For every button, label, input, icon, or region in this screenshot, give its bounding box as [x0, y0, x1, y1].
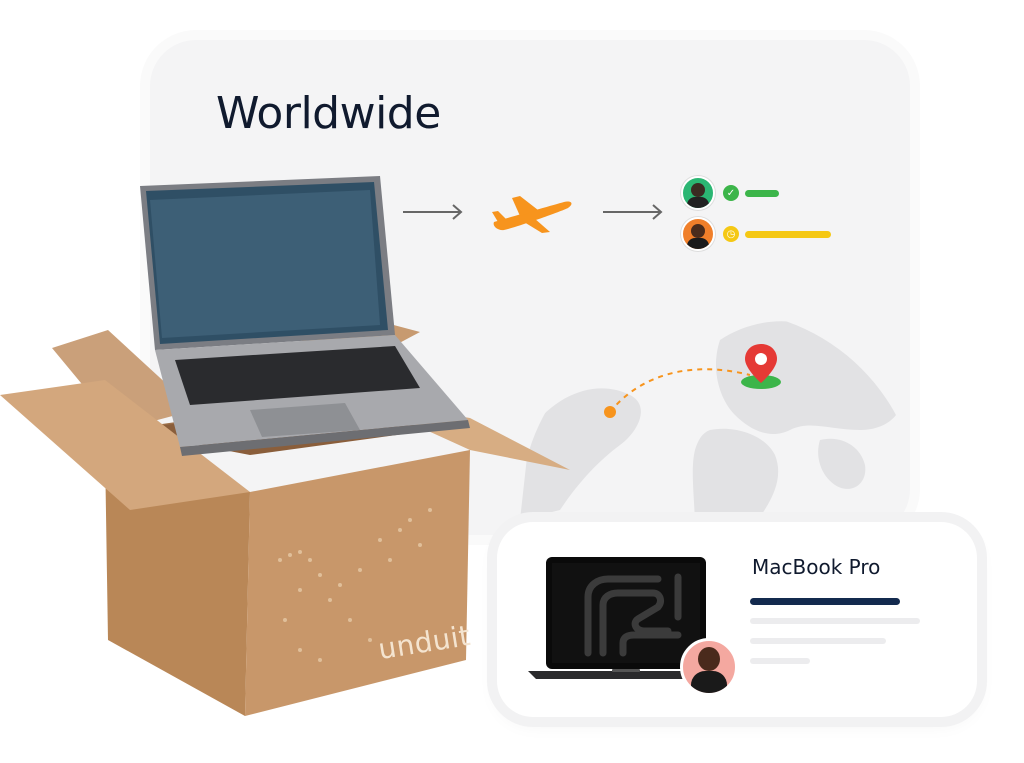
avatar	[681, 176, 715, 210]
check-icon: ✓	[723, 185, 739, 201]
avatar	[680, 638, 738, 696]
shipping-box-image	[0, 176, 570, 716]
arrow-right-icon	[403, 204, 463, 220]
location-pin-icon	[741, 344, 781, 389]
product-progress-bar	[750, 598, 900, 605]
page-title: Worldwide	[216, 88, 441, 139]
product-name: MacBook Pro	[752, 555, 881, 579]
status-progress-bar	[745, 230, 831, 238]
user-status-row: ◷	[681, 217, 831, 251]
avatar	[681, 217, 715, 251]
product-detail-line	[750, 658, 810, 664]
macbook-pro-image	[528, 557, 724, 679]
clock-icon: ◷	[723, 226, 739, 242]
product-detail-line	[750, 618, 920, 624]
arrow-right-icon	[603, 204, 663, 220]
status-progress-bar	[745, 189, 779, 197]
product-detail-line	[750, 638, 886, 644]
user-status-row: ✓	[681, 176, 779, 210]
airplane-icon	[492, 196, 572, 233]
route-path	[604, 368, 751, 418]
